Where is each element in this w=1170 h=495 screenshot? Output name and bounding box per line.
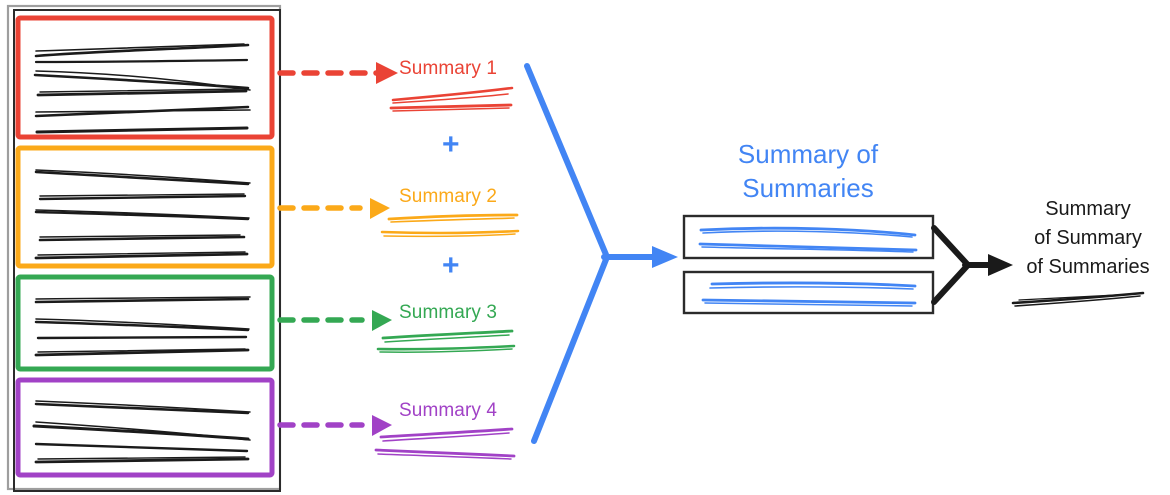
chunk-4-box[interactable] xyxy=(15,377,275,478)
summary-of-summaries-heading-line1: Summary of xyxy=(737,139,879,169)
sos-box-2-group[interactable] xyxy=(682,270,935,315)
sos-box-2[interactable] xyxy=(682,270,935,315)
summary-2-label: Summary 2 xyxy=(399,186,498,207)
chunk-2-group[interactable] xyxy=(15,145,275,269)
final-summary-scribble xyxy=(1011,291,1145,307)
chunk-1-group[interactable] xyxy=(15,15,275,140)
sos-box-1-lines xyxy=(698,226,918,253)
summary-4-scribble xyxy=(374,427,516,460)
summary-2-scribble xyxy=(380,213,520,238)
chunk-3-group[interactable] xyxy=(15,274,275,372)
final-summary-line3: of Summaries xyxy=(1026,256,1150,278)
summary-4-label: Summary 4 xyxy=(399,400,498,421)
chunk-4-group[interactable] xyxy=(15,377,275,478)
chunk-2-box[interactable] xyxy=(15,145,275,269)
plus-operator-2: + xyxy=(442,249,460,282)
chunk-2-text-lines xyxy=(34,169,251,260)
chunk-4-text-lines xyxy=(32,400,251,464)
source-document-border xyxy=(13,9,281,492)
dashed-arrow-orange xyxy=(277,198,390,219)
summary-of-summaries-heading-line2: Summaries xyxy=(742,173,874,203)
final-summary-line2: of Summary xyxy=(1034,227,1142,249)
sos-box-1[interactable] xyxy=(682,214,935,260)
chunk-3-box[interactable] xyxy=(15,274,275,372)
chunk-1-text-lines xyxy=(33,43,251,134)
summary-3-scribble xyxy=(376,329,516,354)
plus-operator-1: + xyxy=(442,128,460,161)
chunk-1-box[interactable] xyxy=(15,15,275,140)
black-merge-arrow xyxy=(931,225,1013,305)
dashed-arrow-green xyxy=(277,310,392,331)
sos-box-2-lines xyxy=(701,281,917,307)
summary-3-label: Summary 3 xyxy=(399,302,498,323)
chunk-3-text-lines xyxy=(34,296,251,357)
final-summary-line1: Summary xyxy=(1045,198,1131,220)
source-document-outer-border xyxy=(6,4,282,491)
summary-1-label: Summary 1 xyxy=(399,58,498,79)
dashed-arrow-purple xyxy=(277,415,392,436)
dashed-arrow-red xyxy=(277,62,398,84)
sos-box-1-group[interactable] xyxy=(682,214,935,260)
summary-1-scribble xyxy=(389,86,514,112)
blue-merge-arrow xyxy=(524,63,678,444)
